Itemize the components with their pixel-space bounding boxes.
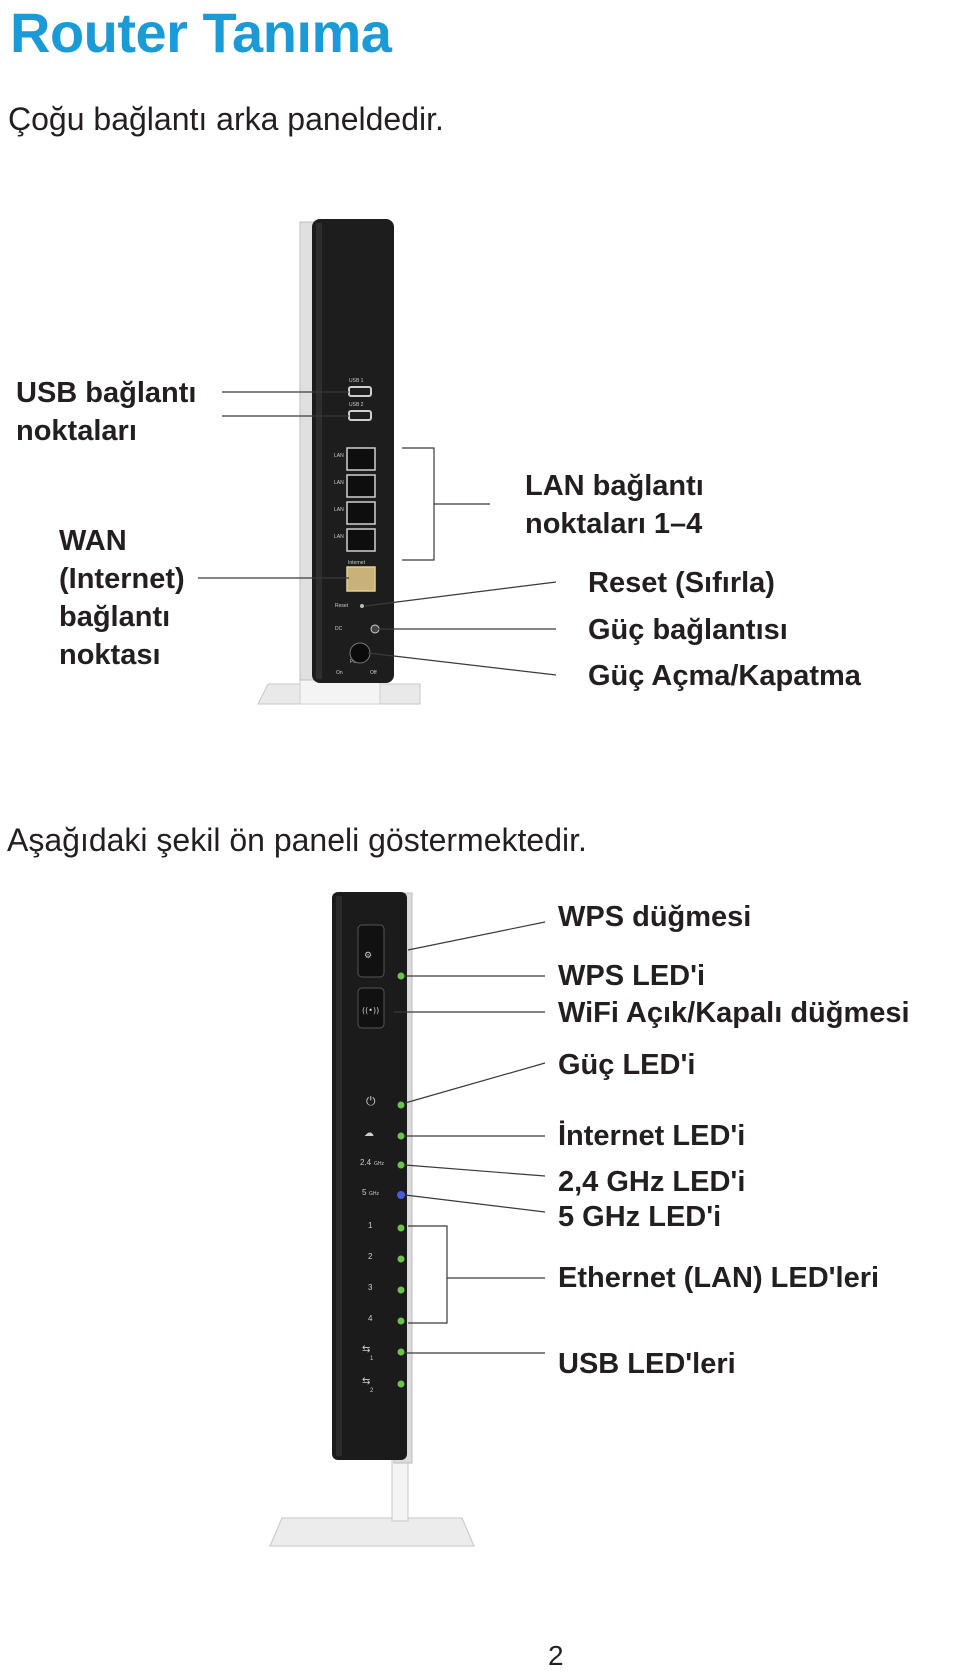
svg-text:⇆: ⇆ (362, 1344, 370, 1355)
label-internet-led: İnternet LED'i (558, 1120, 746, 1152)
label-wps-led: WPS LED'i (558, 960, 706, 992)
svg-text:((•)): ((•)) (362, 1006, 379, 1015)
front-panel-intro: Aşağıdaki şekil ön paneli göstermektedir… (7, 822, 587, 858)
label-ethernet-leds: Ethernet (LAN) LED'leri (558, 1262, 880, 1294)
back-panel-intro: Çoğu bağlantı arka paneldedir. (8, 101, 444, 137)
svg-text:On: On (336, 670, 343, 676)
svg-text:GHz: GHz (374, 1161, 385, 1167)
svg-text:⚙: ⚙ (364, 951, 372, 961)
svg-text:2: 2 (368, 1252, 373, 1261)
svg-text:LAN: LAN (334, 453, 344, 459)
svg-text:LAN: LAN (334, 507, 344, 513)
svg-text:LAN: LAN (334, 480, 344, 486)
svg-text:5: 5 (362, 1188, 367, 1197)
page-number: 2 (548, 1640, 564, 1671)
svg-text:2: 2 (370, 1388, 374, 1394)
label-reset: Reset (Sıfırla) (588, 567, 775, 599)
svg-text:1: 1 (368, 1221, 373, 1230)
svg-text:LAN: LAN (334, 534, 344, 540)
router-back-panel-illustration: USB 1 USB 2 LAN LAN LAN LAN Internet Res… (198, 219, 557, 705)
label-power-switch: Güç Açma/Kapatma (588, 660, 861, 692)
page-title: Router Tanıma (10, 1, 392, 64)
svg-text:⇆: ⇆ (362, 1376, 370, 1387)
label-24ghz-led: 2,4 GHz LED'i (558, 1166, 746, 1198)
label-power-led: Güç LED'i (558, 1049, 696, 1081)
svg-text:Off: Off (370, 670, 377, 676)
label-usb-leds: USB LED'leri (558, 1348, 736, 1380)
label-wan-port: WAN (Internet) bağlantı noktası (59, 525, 185, 671)
svg-text:3: 3 (368, 1283, 373, 1292)
svg-text:USB 2: USB 2 (349, 402, 364, 408)
label-wps-button: WPS düğmesi (558, 901, 752, 933)
label-power-port: Güç bağlantısı (588, 614, 788, 646)
router-front-panel-illustration: ⚙ ((•)) ⏻ ☁ 2.4 GHz 5 GHz 1 2 3 4 1 2 ⇆ … (269, 892, 546, 1547)
svg-text:GHz: GHz (369, 1191, 380, 1197)
svg-text:⏻: ⏻ (366, 1094, 376, 1108)
label-lan-ports: LAN bağlantı noktaları 1–4 (525, 470, 704, 540)
label-usb-ports: USB bağlantı noktaları (16, 377, 197, 447)
svg-text:Reset: Reset (335, 603, 349, 609)
svg-text:DC: DC (335, 626, 343, 632)
svg-text:USB 1: USB 1 (349, 378, 364, 384)
svg-text:2.4: 2.4 (360, 1158, 372, 1167)
svg-text:4: 4 (368, 1314, 373, 1323)
label-wifi-button: WiFi Açık/Kapalı düğmesi (558, 997, 910, 1029)
svg-text:1: 1 (370, 1356, 374, 1362)
svg-text:☁: ☁ (364, 1128, 374, 1139)
svg-text:Internet: Internet (348, 560, 366, 566)
label-5ghz-led: 5 GHz LED'i (558, 1201, 722, 1233)
